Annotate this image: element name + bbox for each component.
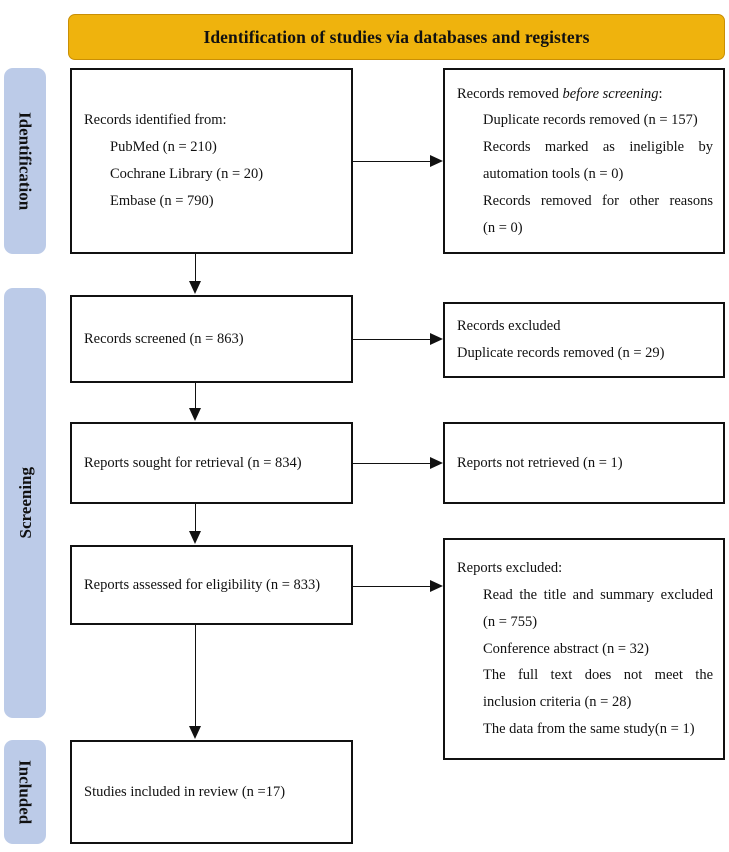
arrowhead-screened-to-sought xyxy=(189,408,201,421)
connector-sought-to-not-retrieved xyxy=(353,463,431,464)
box-reports-excluded-item-conference-abstract: Conference abstract (n = 32) xyxy=(483,640,649,657)
box-records-removed-item-duplicates: Duplicate records removed (n = 157) xyxy=(483,112,698,129)
arrowhead-identified-to-screened xyxy=(189,281,201,294)
stage-rail-included-label: Included xyxy=(15,759,35,825)
stage-rail-screening: Screening xyxy=(4,288,46,718)
box-records-removed-title: Records removed before screening: xyxy=(457,81,713,108)
connector-identified-to-removed xyxy=(353,161,431,162)
box-reports-excluded-item-same-study: The data from the same study(n = 1) xyxy=(483,721,695,738)
arrowhead-sought-to-not-retrieved xyxy=(430,457,443,469)
connector-sought-to-assessed xyxy=(195,504,196,532)
box-records-excluded: Records excluded Duplicate records remov… xyxy=(443,302,725,378)
connector-assessed-to-reports-excluded xyxy=(353,586,431,587)
connector-screened-to-excluded xyxy=(353,339,431,340)
box-reports-assessed-label: Reports assessed for eligibility (n = 83… xyxy=(84,576,321,593)
stage-rail-included: Included xyxy=(4,740,46,844)
box-reports-excluded-title: Reports excluded: xyxy=(457,560,563,577)
box-records-removed-before-screening: Records removed before screening: Duplic… xyxy=(443,68,725,254)
box-reports-excluded-item-full-text-2: inclusion criteria (n = 28) xyxy=(483,694,632,711)
connector-screened-to-sought xyxy=(195,383,196,409)
stage-rail-identification-label: Identification xyxy=(15,111,35,211)
box-reports-not-retrieved-label: Reports not retrieved (n = 1) xyxy=(457,454,623,471)
stage-rail-identification: Identification xyxy=(4,68,46,254)
box-reports-sought-label: Reports sought for retrieval (n = 834) xyxy=(84,454,302,471)
arrowhead-assessed-to-included xyxy=(189,726,201,739)
removed-title-suffix: : xyxy=(658,85,663,102)
connector-assessed-to-included xyxy=(195,625,196,727)
box-reports-excluded-item-title-summary-2: (n = 755) xyxy=(483,613,538,630)
box-reports-not-retrieved: Reports not retrieved (n = 1) xyxy=(443,422,725,504)
removed-title-prefix: Records removed xyxy=(457,85,563,102)
connector-identified-to-screened xyxy=(195,254,196,282)
removed-title-italic: before screening xyxy=(562,85,659,102)
stage-rail-screening-label: Screening xyxy=(15,467,35,539)
page-title: Identification of studies via databases … xyxy=(203,26,590,47)
arrowhead-screened-to-excluded xyxy=(430,333,443,345)
box-records-removed-item-ineligible-2: automation tools (n = 0) xyxy=(483,166,624,182)
box-reports-excluded-item-title-summary-1: Read the title and summary excluded xyxy=(483,586,713,603)
arrowhead-assessed-to-reports-excluded xyxy=(430,580,443,592)
box-records-identified: Records identified from: PubMed (n = 210… xyxy=(70,68,353,254)
box-records-removed-item-other-1: Records removed for other reasons xyxy=(483,192,713,209)
box-records-identified-item-pubmed: PubMed (n = 210) xyxy=(110,139,217,156)
header-banner: Identification of studies via databases … xyxy=(68,14,725,60)
box-reports-excluded-item-full-text-1: The full text does not meet the xyxy=(483,667,713,684)
box-records-screened-label: Records screened (n = 863) xyxy=(84,330,244,347)
box-studies-included-in-review: Studies included in review (n =17) xyxy=(70,740,353,844)
box-records-identified-item-embase: Embase (n = 790) xyxy=(110,192,214,209)
arrowhead-identified-to-removed xyxy=(430,155,443,167)
box-records-screened: Records screened (n = 863) xyxy=(70,295,353,383)
box-reports-sought-for-retrieval: Reports sought for retrieval (n = 834) xyxy=(70,422,353,504)
box-records-removed-item-other-2: (n = 0) xyxy=(483,219,523,236)
box-reports-excluded: Reports excluded: Read the title and sum… xyxy=(443,538,725,760)
box-records-identified-title: Records identified from: xyxy=(84,112,227,129)
box-studies-included-label: Studies included in review (n =17) xyxy=(84,783,286,800)
box-records-excluded-title: Records excluded xyxy=(457,318,561,335)
box-records-excluded-item-duplicates: Duplicate records removed (n = 29) xyxy=(457,345,665,361)
box-reports-assessed-for-eligibility: Reports assessed for eligibility (n = 83… xyxy=(70,545,353,625)
arrowhead-sought-to-assessed xyxy=(189,531,201,544)
box-records-removed-item-ineligible-1: Records marked as ineligible by xyxy=(483,139,713,156)
box-records-identified-item-cochrane: Cochrane Library (n = 20) xyxy=(110,166,264,182)
